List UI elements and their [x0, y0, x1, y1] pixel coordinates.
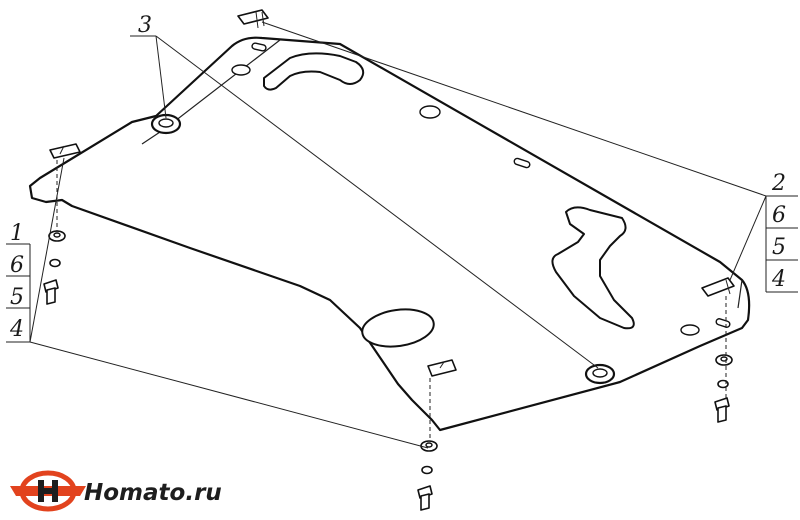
callout-column-right: 2 6 5 4: [765, 171, 798, 293]
slot-middle: [513, 157, 531, 169]
clip-top: [237, 9, 269, 29]
hole-right: [680, 324, 700, 336]
washer-right: [584, 363, 616, 385]
fastener-stack-left: [43, 230, 66, 305]
callout-left-3: 5: [10, 285, 24, 310]
clip-bottom: [427, 359, 457, 377]
callout-left-4: 4: [9, 317, 24, 342]
callout-left-2: 6: [10, 253, 24, 278]
callout-column-left: 1 6 5 4: [6, 221, 31, 342]
cutout-top-slot: [263, 52, 365, 91]
fastener-stack-bottom: [417, 440, 438, 511]
cutout-oval: [361, 308, 435, 348]
callout-right-3: 5: [772, 235, 786, 260]
callout-left-1: 1: [10, 221, 24, 246]
cutout-right-slot: [551, 206, 635, 330]
slot-top: [251, 42, 267, 52]
skid-plate: [28, 36, 751, 432]
logo-text: Homato.ru: [84, 480, 222, 506]
hole-middle: [419, 105, 441, 119]
leader-lines: [6, 21, 798, 449]
callout-right-4: 4: [771, 267, 786, 292]
clip-right: [701, 277, 735, 297]
callout-right-2: 6: [772, 203, 786, 228]
clip-left: [49, 143, 81, 159]
callout-top: 3: [138, 13, 152, 38]
callout-right-1: 2: [771, 171, 786, 196]
hole-top-left: [231, 64, 251, 76]
fastener-stack-right: [714, 354, 733, 423]
brand-logo: Homato.ru: [10, 470, 222, 512]
